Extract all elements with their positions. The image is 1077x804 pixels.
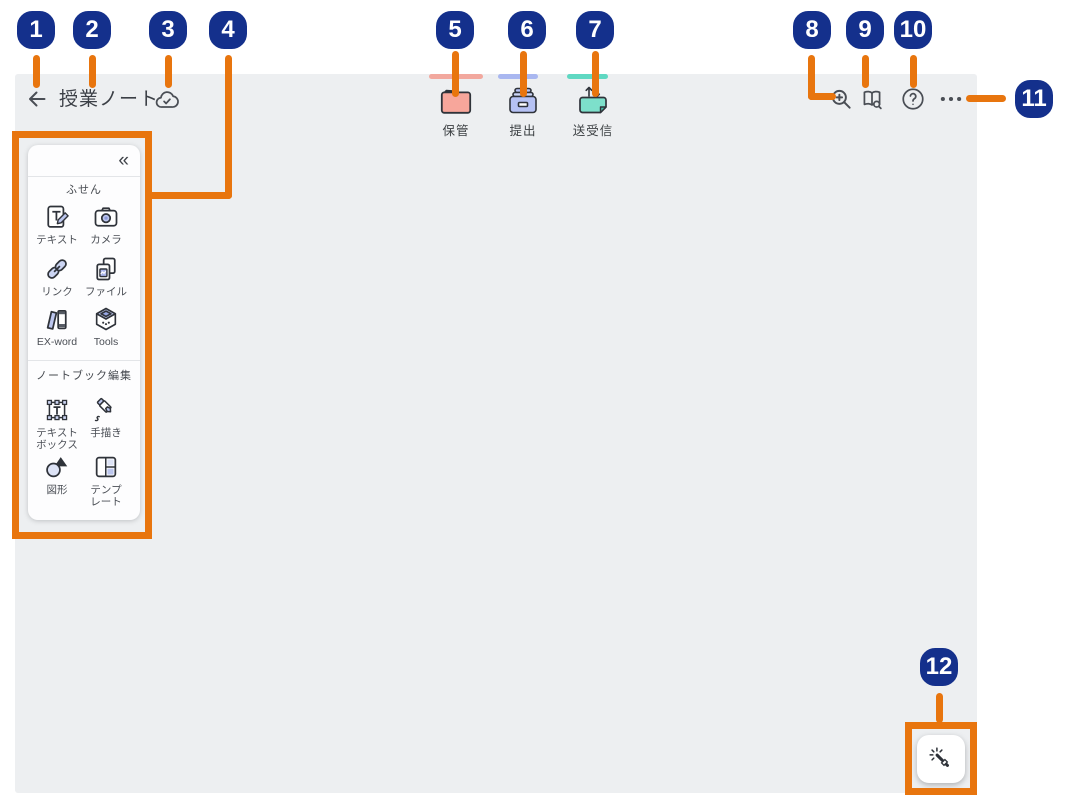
tool-file[interactable]: ファイル	[82, 255, 130, 298]
annotation-badge-7: 7	[576, 11, 614, 49]
annotation-badge-8: 8	[793, 11, 831, 49]
template-icon	[92, 453, 120, 481]
annotation-badge-3: 3	[149, 11, 187, 49]
link-icon	[43, 255, 71, 283]
dictionary-search-icon	[859, 86, 885, 112]
dictionary-books-icon	[43, 305, 71, 333]
callout-line-9	[862, 55, 869, 88]
annotation-badge-5: 5	[436, 11, 474, 49]
annotation-badge-2: 2	[73, 11, 111, 49]
callout-line-3	[165, 55, 172, 88]
callout-line-4-vertical	[225, 55, 232, 199]
collapse-panel-button[interactable]: «	[118, 150, 129, 171]
callout-line-7	[592, 51, 599, 97]
callout-line-2	[89, 55, 96, 88]
tab-accent-bar	[498, 74, 538, 79]
page-title: 授業ノート	[59, 89, 160, 110]
tool-ex-word[interactable]: EX-word	[33, 305, 81, 348]
tool-text-sticky[interactable]: テキスト	[33, 203, 81, 246]
callout-line-5	[452, 51, 459, 97]
text-note-icon	[43, 203, 71, 231]
section-label-fusen: ふせん	[66, 184, 102, 196]
magic-wand-button[interactable]	[917, 735, 965, 783]
shapes-icon	[43, 453, 71, 481]
tool-label: テキスト ボックス	[36, 427, 78, 451]
tool-label: リンク	[41, 286, 73, 298]
callout-line-4-horizontal	[148, 192, 232, 199]
annotation-badge-11: 11	[1015, 80, 1053, 118]
tool-label: カメラ	[90, 234, 122, 246]
annotation-badge-9: 9	[846, 11, 884, 49]
tool-tools[interactable]: Tools	[82, 305, 130, 348]
callout-line-8-vertical	[808, 55, 815, 100]
tool-label: EX-word	[36, 336, 78, 348]
panel-divider	[28, 176, 140, 177]
callout-line-6	[520, 51, 527, 97]
tool-label: 手描き	[90, 427, 122, 439]
tools-cube-icon	[92, 305, 120, 333]
panel-divider	[28, 360, 140, 361]
tab-accent-bar	[567, 74, 608, 79]
annotation-badge-4: 4	[209, 11, 247, 49]
tool-camera[interactable]: カメラ	[82, 203, 130, 246]
more-options-button[interactable]	[938, 86, 964, 112]
send-receive-icon	[576, 84, 610, 116]
back-button[interactable]	[25, 87, 49, 111]
annotation-badge-12: 12	[920, 648, 958, 686]
callout-line-10	[910, 55, 917, 88]
tab-label: 提出	[509, 124, 537, 138]
help-button[interactable]	[900, 86, 926, 112]
callout-line-8-horizontal	[808, 93, 836, 100]
callout-line-1	[33, 55, 40, 88]
tool-link[interactable]: リンク	[33, 255, 81, 298]
tool-panel: « ふせん テキスト カメラ リンク ファイル EX-word	[28, 145, 140, 520]
tool-label: Tools	[93, 336, 119, 348]
camera-icon	[92, 203, 120, 231]
tool-handwriting[interactable]: 手描き	[82, 396, 130, 439]
file-icon	[92, 255, 120, 283]
annotation-badge-10: 10	[894, 11, 932, 49]
tool-label: 図形	[46, 484, 68, 496]
cloud-done-icon	[154, 87, 180, 113]
tool-label: ファイル	[85, 286, 127, 298]
marker-pen-icon	[92, 396, 120, 424]
help-circle-icon	[900, 86, 926, 112]
text-box-icon	[43, 396, 71, 424]
magic-wand-icon	[927, 745, 955, 773]
callout-rect-magic-wand	[905, 722, 977, 795]
annotation-badge-1: 1	[17, 11, 55, 49]
callout-line-12	[936, 693, 943, 723]
dictionary-search-button[interactable]	[859, 86, 885, 112]
callout-line-11	[966, 95, 1006, 102]
annotation-badge-6: 6	[508, 11, 546, 49]
tool-label: テンプ レート	[90, 484, 122, 508]
more-dots-icon	[938, 86, 964, 112]
tool-shapes[interactable]: 図形	[33, 453, 81, 496]
section-label-notebook-edit: ノートブック編集	[36, 370, 132, 382]
tool-text-box[interactable]: テキスト ボックス	[33, 396, 81, 451]
tool-template[interactable]: テンプ レート	[82, 453, 130, 508]
arrow-left-icon	[25, 87, 49, 111]
callout-rect-tool-panel	[12, 131, 152, 539]
tab-label: 送受信	[572, 124, 614, 138]
sync-status-button[interactable]	[154, 87, 180, 113]
notebook-canvas[interactable]: 授業ノート 保管 提出 送受信	[15, 74, 977, 793]
tool-label: テキスト	[36, 234, 78, 246]
tab-label: 保管	[442, 124, 470, 138]
